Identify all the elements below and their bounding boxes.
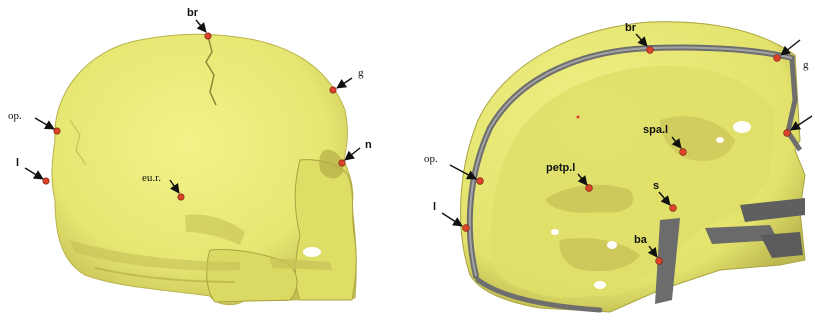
landmark-op-dot <box>477 178 484 185</box>
arrow-n <box>345 148 360 160</box>
label-spal: spa.l <box>643 124 668 136</box>
label-g: g <box>803 59 809 71</box>
skull-face <box>295 160 356 300</box>
label-br: br <box>625 22 637 34</box>
label-l: l <box>16 157 19 169</box>
landmark-petpl-dot <box>586 185 593 192</box>
foramen-5 <box>594 281 606 289</box>
label-br: br <box>187 7 199 19</box>
arrow-br <box>196 20 206 32</box>
landmark-op-dot <box>54 128 60 134</box>
arrow-op <box>35 118 54 129</box>
landmark-br-dot <box>205 33 211 39</box>
landmark-g-dot <box>330 87 336 93</box>
landmark-n-dot <box>339 160 345 166</box>
landmark-ba-dot <box>656 258 663 265</box>
nasal-opening <box>303 247 321 257</box>
skull-lateral-view: br g op. n l eu.r. <box>8 7 372 305</box>
foramen-3 <box>607 241 617 249</box>
foramen-2 <box>716 137 724 143</box>
small-red-mark <box>577 116 580 119</box>
landmark-eur-dot <box>178 194 184 200</box>
landmark-g2-dot <box>784 130 791 137</box>
label-petpl: petp.l <box>546 162 575 174</box>
landmark-l-dot <box>43 178 49 184</box>
landmark-g-dot <box>774 55 781 62</box>
foramen-1 <box>733 121 751 133</box>
landmark-spal-dot <box>680 149 687 156</box>
skull-sagittal-view: br g spa.l op. petp.l s l ba <box>424 22 812 312</box>
arrow-g <box>337 78 352 88</box>
arrow-l <box>25 168 43 179</box>
label-s: s <box>653 180 659 192</box>
label-ba: ba <box>634 234 648 246</box>
foramen-4 <box>551 229 559 235</box>
label-l: l <box>433 201 436 213</box>
label-op: op. <box>424 153 438 165</box>
label-n: n <box>365 139 372 151</box>
landmark-s-dot <box>670 205 677 212</box>
arrow-l <box>442 213 462 226</box>
label-eur: eu.r. <box>142 172 161 184</box>
label-op: op. <box>8 110 22 122</box>
label-g: g <box>358 67 364 79</box>
landmark-l-dot <box>463 225 470 232</box>
landmark-br-dot <box>647 47 654 54</box>
